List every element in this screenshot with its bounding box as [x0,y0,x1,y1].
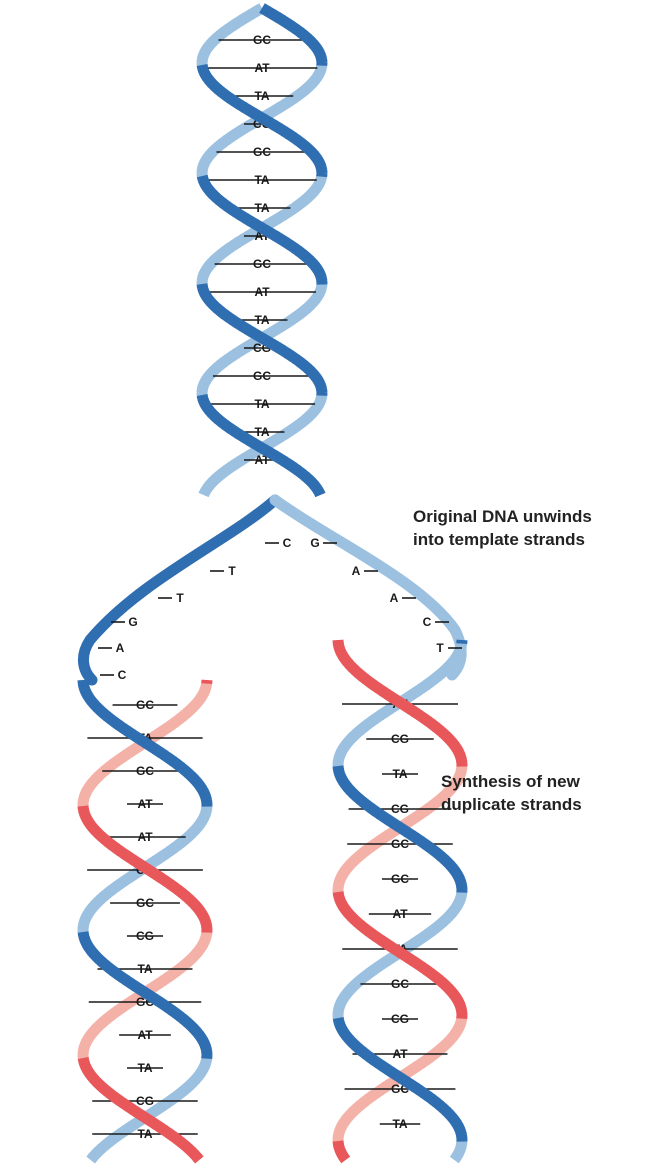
unwind-annotation-line-2: into template strands [413,528,592,551]
parent-base-pair: GC [213,369,311,383]
svg-text:A: A [390,591,399,605]
base-pair-label: AT [392,1047,408,1061]
parent-base-pair: GC [216,145,307,159]
base-pair-label: GC [391,977,409,991]
base-pair-label: GC [253,257,271,271]
left-new-strand [197,1157,199,1160]
right-daughter-base-pair: AT [369,907,431,921]
right-daughter-base-pair: GC [345,1082,456,1096]
base-pair-label: AT [254,61,270,75]
base-pair-label: GC [253,369,271,383]
parent-base-pair: AT [208,285,316,299]
right-daughter-base-pair: TA [382,767,418,781]
parent-base-pair: GC [215,257,310,271]
base-pair-label: AT [137,830,153,844]
right-daughter-base-pair: CG [366,732,433,746]
right-daughter-base-pair: GC [360,977,439,991]
base-pair-label: GC [391,872,409,886]
base-pair-label: CG [391,1012,409,1026]
base-pair-label: CG [391,802,409,816]
right-daughter-base-pair: GC [382,872,418,886]
svg-text:T: T [228,564,236,578]
parent-base-pair: AT [207,61,318,75]
left-daughter-base-pair: TA [127,1061,163,1075]
unwind-annotation-line-1: Original DNA unwinds [413,505,592,528]
left-daughter-base-pair: GC [110,896,180,910]
right-daughter-base-pair: CG [382,1012,418,1026]
left-template-base: T [210,564,236,578]
base-pair-label: AT [254,285,270,299]
base-pair-label: CG [136,1094,154,1108]
left-daughter-base-pair: AT [119,1028,171,1042]
base-pair-label: CG [136,929,154,943]
svg-text:T: T [176,591,184,605]
synthesis-annotation: Synthesis of new duplicate strands [441,770,582,816]
left-daughter-base-pair: CG [127,929,163,943]
base-pair-label: GC [253,33,271,47]
right-new-strand [345,1159,346,1160]
parent-base-pair: TA [209,397,315,411]
base-pair-label: TA [137,1061,152,1075]
left-template-base: T [158,591,184,605]
left-original-strand [91,1157,93,1160]
synthesis-annotation-line-2: duplicate strands [441,793,582,816]
base-pair-label: TA [137,962,152,976]
left-template-strand [83,500,275,680]
base-pair-label: TA [137,1127,152,1141]
right-daughter-base-pair: TA [380,1117,421,1131]
svg-text:C: C [423,615,432,629]
base-pair-label: TA [254,397,269,411]
svg-text:G: G [310,536,319,550]
svg-text:G: G [128,615,137,629]
svg-text:C: C [118,668,127,682]
base-pair-label: TA [254,173,269,187]
base-pair-label: TA [392,767,407,781]
base-pair-label: TA [392,1117,407,1131]
base-pair-label: AT [137,797,153,811]
base-pair-label: GC [136,764,154,778]
base-pair-label: GC [253,145,271,159]
svg-text:T: T [436,641,444,655]
left-template-base: C [265,536,292,550]
base-pair-label: TA [254,201,269,215]
base-pair-label: TA [254,313,269,327]
svg-text:C: C [283,536,292,550]
base-pair-label: AT [137,1028,153,1042]
left-daughter-base-pair: GC [113,698,178,712]
base-pair-label: TA [254,89,269,103]
parent-base-pair: TA [207,173,317,187]
synthesis-annotation-line-1: Synthesis of new [441,770,582,793]
unwind-annotation: Original DNA unwinds into template stran… [413,505,592,551]
base-pair-label: CG [391,732,409,746]
left-template-base: C [100,668,127,682]
right-original-strand [454,1159,455,1160]
base-pair-label: TA [254,425,269,439]
parent-base-pair: GC [218,33,305,47]
svg-text:A: A [116,641,125,655]
left-template-base: A [98,641,125,655]
base-pair-label: GC [136,896,154,910]
base-pair-label: AT [392,907,408,921]
base-pair-label: GC [136,698,154,712]
left-daughter-base-pair: AT [127,797,163,811]
svg-text:A: A [352,564,361,578]
base-pair-label: GC [391,837,409,851]
